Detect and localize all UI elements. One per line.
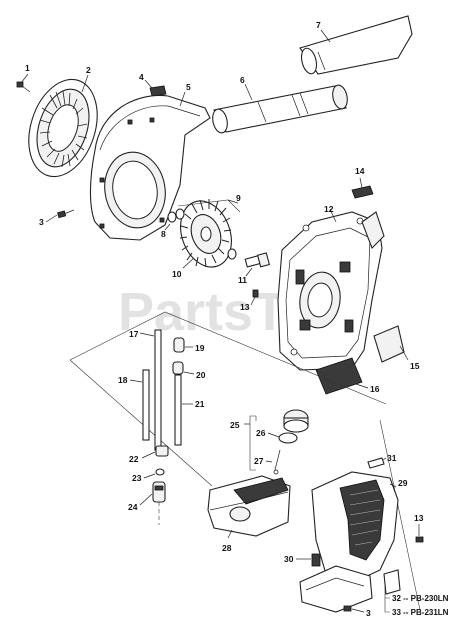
- part-22-grommet: [141, 445, 169, 459]
- callout-23: 23: [132, 473, 142, 483]
- callout-15: 15: [410, 361, 420, 371]
- callout-6: 6: [240, 75, 245, 85]
- callout-1: 1: [25, 63, 30, 73]
- callout-13-center: 13: [240, 302, 250, 312]
- part-13-screw-right: [415, 524, 424, 543]
- callout-18: 18: [118, 375, 128, 385]
- callout-17: 17: [129, 329, 139, 339]
- part-2-intake-grille: [28, 74, 98, 178]
- callout-9: 9: [236, 193, 241, 203]
- callout-30: 30: [284, 554, 294, 564]
- part-29-engine-cover: [299, 471, 399, 613]
- callout-25: 25: [230, 420, 240, 430]
- callout-24: 24: [128, 502, 138, 512]
- callout-4: 4: [139, 72, 144, 82]
- callout-22: 22: [129, 454, 139, 464]
- part-31-label: [367, 457, 387, 469]
- callout-26: 26: [256, 428, 266, 438]
- part-30-sticker: [296, 553, 321, 567]
- part-15-filter: [373, 325, 409, 363]
- part-27-retainer: [265, 449, 281, 475]
- model-note-33: 33 -- PB-231LN: [392, 608, 449, 617]
- callout-29: 29: [398, 478, 408, 488]
- callout-21: 21: [195, 399, 205, 409]
- callout-10: 10: [172, 269, 182, 279]
- part-4-label: [144, 79, 167, 97]
- callout-12: 12: [324, 204, 334, 214]
- callout-3-left: 3: [39, 217, 44, 227]
- part-9-bracket-line: [177, 199, 241, 213]
- part-23-ring: [143, 468, 165, 479]
- part-24-fuel-filter: [139, 481, 166, 525]
- part-18-fuel-tube: [129, 369, 150, 441]
- part-6-pipe: [212, 83, 348, 134]
- part-25-fuel-cap-assembly: [244, 415, 257, 471]
- model-notes-box: [383, 569, 401, 613]
- part-16-plate: [315, 357, 369, 395]
- callout-8: 8: [161, 229, 166, 239]
- callout-14: 14: [355, 166, 365, 176]
- fuel-group-boundary: [69, 311, 421, 611]
- callout-labels: 1 2 4 5 6 7 3 8 9 10 11 12 13 14 15 16 1…: [25, 20, 449, 618]
- callout-5: 5: [186, 82, 191, 92]
- callout-19: 19: [195, 343, 205, 353]
- callout-2: 2: [86, 65, 91, 75]
- callout-28: 28: [222, 543, 232, 553]
- part-21-tube: [174, 374, 193, 446]
- callout-20: 20: [196, 370, 206, 380]
- part-1-screw: [16, 73, 31, 93]
- part-8-washers: [164, 208, 237, 260]
- part-14-label: [351, 177, 374, 199]
- part-3-screw-left: [45, 209, 75, 223]
- part-3-screw-bottom: [343, 605, 365, 613]
- callout-13-right: 13: [414, 513, 424, 523]
- callout-31: 31: [387, 453, 397, 463]
- callout-7: 7: [316, 20, 321, 30]
- part-20-grommet: [172, 361, 195, 375]
- part-5-fan-case: [89, 91, 211, 241]
- callout-27: 27: [254, 456, 264, 466]
- part-7-nozzle: [299, 15, 413, 75]
- part-12-main-housing: [277, 208, 385, 371]
- callout-16: 16: [370, 384, 380, 394]
- part-13-screw-center: [250, 289, 259, 306]
- part-10-fan: [179, 199, 232, 269]
- part-19-grommet: [173, 337, 193, 353]
- callout-3-bottom: 3: [366, 608, 371, 618]
- callout-11: 11: [238, 275, 247, 285]
- part-11-bolt: [244, 252, 271, 277]
- part-28-fuel-tank: [207, 475, 291, 539]
- model-note-32: 32 -- PB-230LN: [392, 594, 449, 603]
- part-26-fuel-cap: [267, 409, 309, 444]
